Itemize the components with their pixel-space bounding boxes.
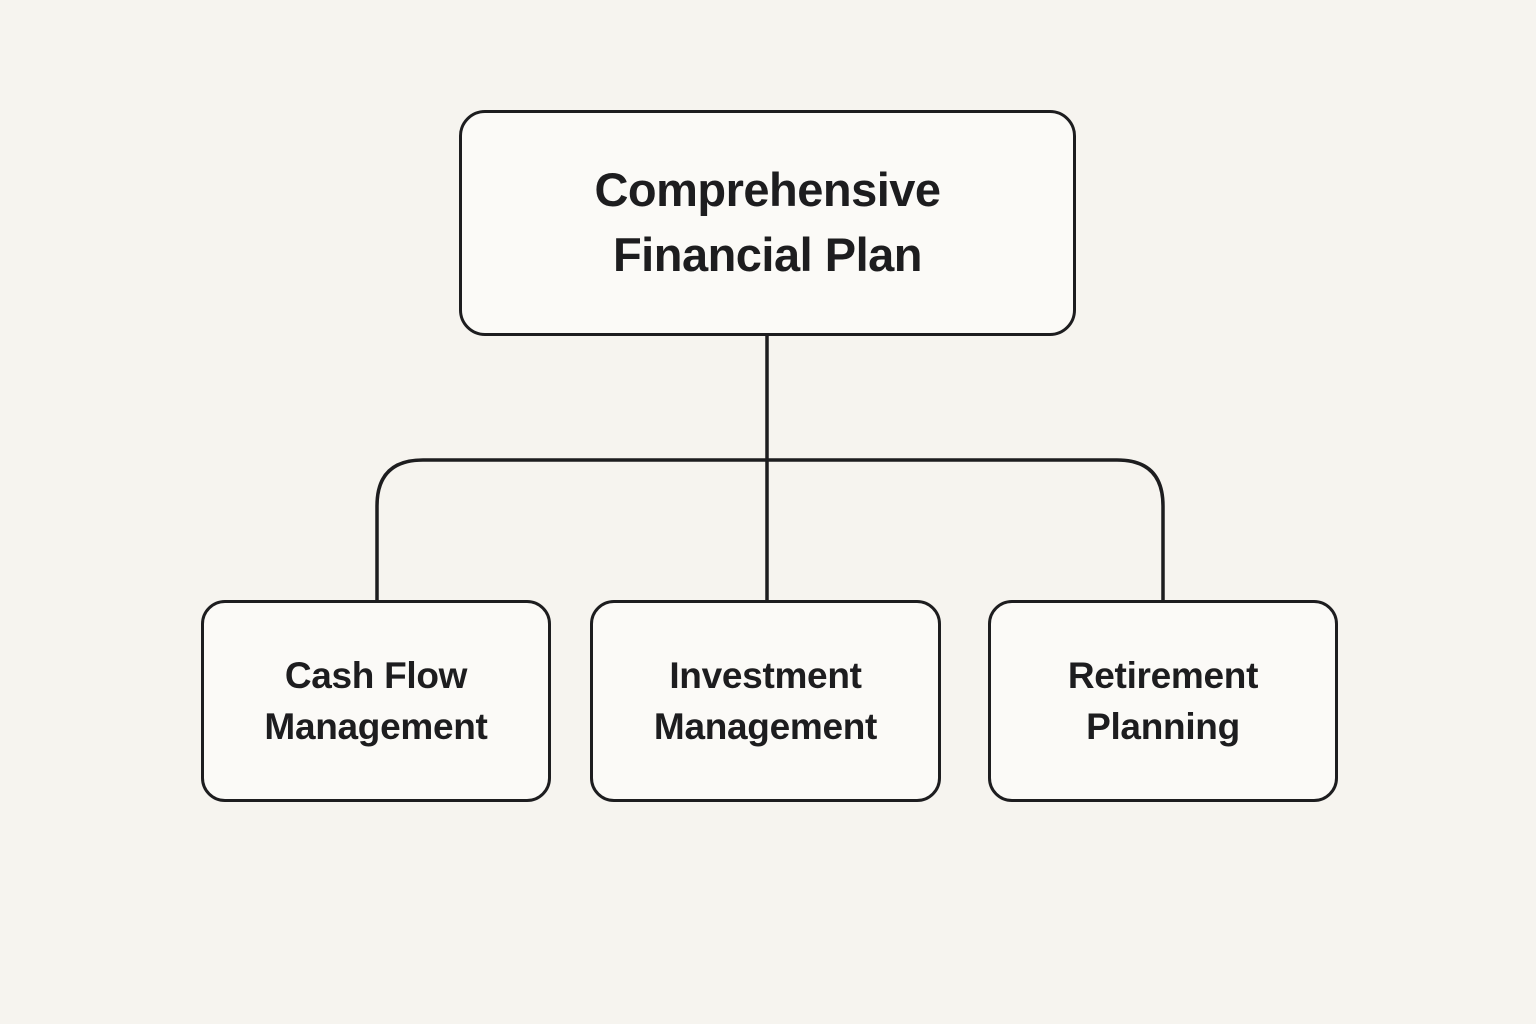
node-investment-management: Investment Management (590, 600, 941, 802)
node-cash-flow-management-label: Cash Flow Management (264, 654, 488, 747)
connector-branch-left-right (375, 458, 1165, 602)
node-comprehensive-financial-plan: Comprehensive Financial Plan (459, 110, 1076, 336)
node-retirement-planning-label: Retirement Planning (1067, 654, 1259, 747)
node-investment-management-label: Investment Management (653, 654, 878, 747)
node-comprehensive-financial-plan-label: Comprehensive Financial Plan (594, 163, 941, 281)
node-cash-flow-management: Cash Flow Management (201, 600, 551, 802)
node-retirement-planning: Retirement Planning (988, 600, 1338, 802)
